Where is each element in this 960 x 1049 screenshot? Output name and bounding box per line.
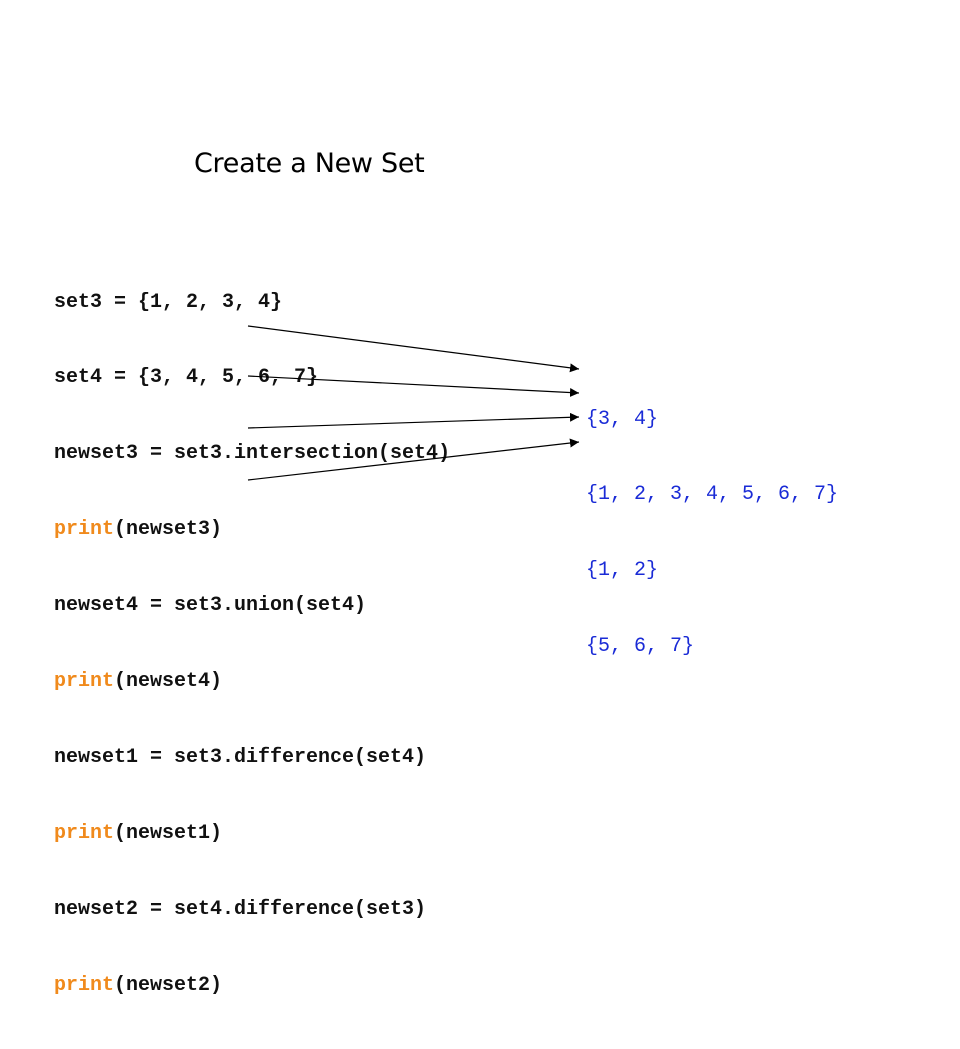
arrow-newset1-to-output	[247, 412, 580, 429]
code-line: print(newset4)	[54, 669, 450, 694]
arrow-newset3-to-output	[247, 325, 580, 373]
code-keyword: print	[54, 518, 115, 542]
code-text: (newset4)	[114, 670, 223, 694]
code-line: newset2 = set4.difference(set3)	[54, 897, 450, 922]
code-line: print(newset1)	[54, 821, 450, 846]
code-text: newset1 = set3.difference(set4)	[54, 745, 427, 769]
arrows-layer	[247, 325, 580, 481]
slide-title: Create a New Set	[194, 148, 425, 179]
code-line: newset1 = set3.difference(set4)	[54, 745, 450, 770]
code-keyword: print	[54, 670, 115, 694]
output-line: {1, 2, 3, 4, 5, 6, 7}	[586, 483, 839, 507]
code-text: newset4 = set3.union(set4)	[54, 594, 367, 618]
code-line: newset4 = set3.union(set4)	[54, 593, 450, 618]
code-text: (newset3)	[114, 518, 223, 542]
output-block: {3, 4} {1, 2, 3, 4, 5, 6, 7} {1, 2} {5, …	[586, 356, 838, 710]
arrow-newset2-to-output	[247, 438, 580, 481]
code-text: newset3 = set3.intersection(set4)	[54, 442, 451, 466]
code-line: set4 = {3, 4, 5, 6, 7}	[54, 365, 450, 390]
code-line: print(newset3)	[54, 517, 450, 542]
code-keyword: print	[54, 821, 115, 845]
code-text: set3 = {1, 2, 3, 4}	[54, 290, 283, 314]
code-line: set3 = {1, 2, 3, 4}	[54, 290, 450, 315]
output-line: {1, 2}	[586, 559, 659, 583]
code-text: (newset2)	[114, 973, 223, 997]
code-keyword: print	[54, 973, 115, 997]
code-line: print(newset2)	[54, 973, 450, 998]
output-line: {3, 4}	[586, 407, 659, 431]
code-text: newset2 = set4.difference(set3)	[54, 897, 427, 921]
output-line: {5, 6, 7}	[586, 635, 695, 659]
code-text: set4 = {3, 4, 5, 6, 7}	[54, 366, 319, 390]
code-line: newset3 = set3.intersection(set4)	[54, 441, 450, 466]
slide: Create a New Set set3 = {1, 2, 3, 4} set…	[54, 148, 838, 997]
code-text: (newset1)	[114, 821, 223, 845]
arrow-newset4-to-output	[247, 375, 580, 398]
